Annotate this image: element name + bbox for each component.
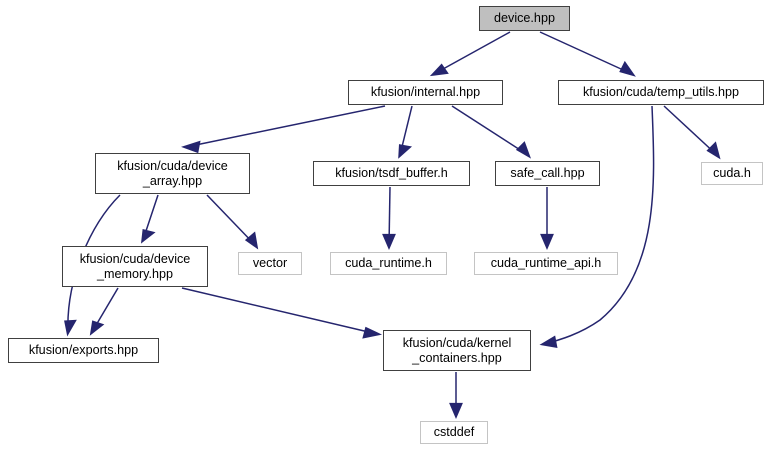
graph-edge-internal-to-tsdf_buffer bbox=[398, 105, 413, 159]
graph-edge-temp_utils-to-kernel_containers bbox=[539, 105, 655, 348]
edge-arrowhead bbox=[362, 326, 383, 339]
graph-node-label: kfusion/cuda/device _memory.hpp bbox=[79, 252, 191, 281]
graph-node-label: device.hpp bbox=[494, 11, 555, 26]
graph-edge-internal-to-device_array bbox=[181, 105, 386, 154]
graph-node-cuda_runtime[interactable]: cuda_runtime.h bbox=[330, 252, 447, 275]
graph-node-exports[interactable]: kfusion/exports.hpp bbox=[8, 338, 159, 363]
edge-arrowhead bbox=[539, 335, 558, 348]
graph-node-label: kfusion/cuda/temp_utils.hpp bbox=[582, 85, 740, 100]
edge-line bbox=[539, 31, 633, 75]
edge-line bbox=[399, 105, 413, 156]
edge-arrowhead bbox=[64, 319, 77, 337]
graph-node-label: cuda_runtime_api.h bbox=[490, 256, 602, 271]
graph-node-label: kfusion/tsdf_buffer.h bbox=[335, 166, 448, 181]
edge-line bbox=[91, 287, 119, 333]
graph-edge-kernel_containers-to-cstddef bbox=[449, 372, 463, 420]
graph-node-label: vector bbox=[252, 256, 288, 271]
graph-edge-device-to-temp_utils bbox=[539, 31, 636, 77]
graph-node-label: cuda_runtime.h bbox=[345, 256, 432, 271]
graph-node-cuda_runtime_api[interactable]: cuda_runtime_api.h bbox=[474, 252, 618, 275]
graph-edge-device_array-to-vector bbox=[206, 194, 259, 250]
edge-line bbox=[206, 194, 257, 247]
edge-line bbox=[181, 287, 378, 335]
edge-arrowhead bbox=[619, 60, 636, 77]
graph-node-internal[interactable]: kfusion/internal.hpp bbox=[348, 80, 503, 105]
graph-edge-temp_utils-to-cuda_h bbox=[663, 105, 721, 160]
graph-node-cuda_h[interactable]: cuda.h bbox=[701, 162, 763, 185]
graph-node-device_memory[interactable]: kfusion/cuda/device _memory.hpp bbox=[62, 246, 208, 287]
graph-node-temp_utils[interactable]: kfusion/cuda/temp_utils.hpp bbox=[558, 80, 764, 105]
graph-node-vector[interactable]: vector bbox=[238, 252, 302, 275]
edge-arrowhead bbox=[89, 320, 105, 336]
graph-node-label: kfusion/internal.hpp bbox=[370, 85, 481, 100]
edge-line bbox=[388, 186, 391, 247]
graph-node-cstddef[interactable]: cstddef bbox=[420, 421, 488, 444]
edge-arrowhead bbox=[140, 229, 156, 244]
graph-node-label: kfusion/cuda/kernel _containers.hpp bbox=[402, 336, 512, 365]
graph-edge-tsdf_buffer-to-cuda_runtime bbox=[382, 186, 396, 251]
graph-node-label: safe_call.hpp bbox=[510, 166, 585, 181]
graph-node-kernel_containers[interactable]: kfusion/cuda/kernel _containers.hpp bbox=[383, 330, 531, 371]
graph-node-label: cstddef bbox=[433, 425, 475, 440]
graph-node-device_array[interactable]: kfusion/cuda/device _array.hpp bbox=[95, 153, 250, 194]
graph-edge-device-to-internal bbox=[429, 31, 511, 77]
graph-edge-safe_call-to-cuda_runtime_api bbox=[540, 187, 554, 251]
graph-node-label: kfusion/exports.hpp bbox=[28, 343, 139, 358]
graph-edge-device_array-to-device_memory bbox=[140, 194, 159, 244]
graph-edge-device_memory-to-kernel_containers bbox=[181, 287, 383, 339]
graph-edge-device_memory-to-exports bbox=[89, 287, 119, 336]
edge-arrowhead bbox=[181, 140, 201, 154]
graph-node-device[interactable]: device.hpp bbox=[479, 6, 570, 31]
edge-line bbox=[543, 105, 655, 345]
edge-line bbox=[185, 105, 386, 148]
graph-edge-internal-to-safe_call bbox=[451, 105, 532, 159]
graph-node-label: kfusion/cuda/device _array.hpp bbox=[117, 159, 228, 188]
edge-line bbox=[451, 105, 529, 156]
graph-node-tsdf_buffer[interactable]: kfusion/tsdf_buffer.h bbox=[313, 161, 470, 186]
edge-arrowhead bbox=[429, 63, 449, 77]
edge-arrowhead bbox=[382, 233, 396, 251]
edge-line bbox=[663, 105, 719, 157]
edge-arrowhead bbox=[244, 231, 259, 250]
edge-arrowhead bbox=[540, 233, 554, 251]
graph-node-safe_call[interactable]: safe_call.hpp bbox=[495, 161, 600, 186]
edge-arrowhead bbox=[398, 144, 413, 159]
graph-node-label: cuda.h bbox=[713, 166, 751, 181]
edge-line bbox=[433, 31, 511, 75]
edge-line bbox=[142, 194, 159, 241]
edge-arrowhead bbox=[515, 141, 532, 159]
edge-arrowhead bbox=[449, 402, 463, 420]
edge-arrowhead bbox=[706, 141, 721, 160]
